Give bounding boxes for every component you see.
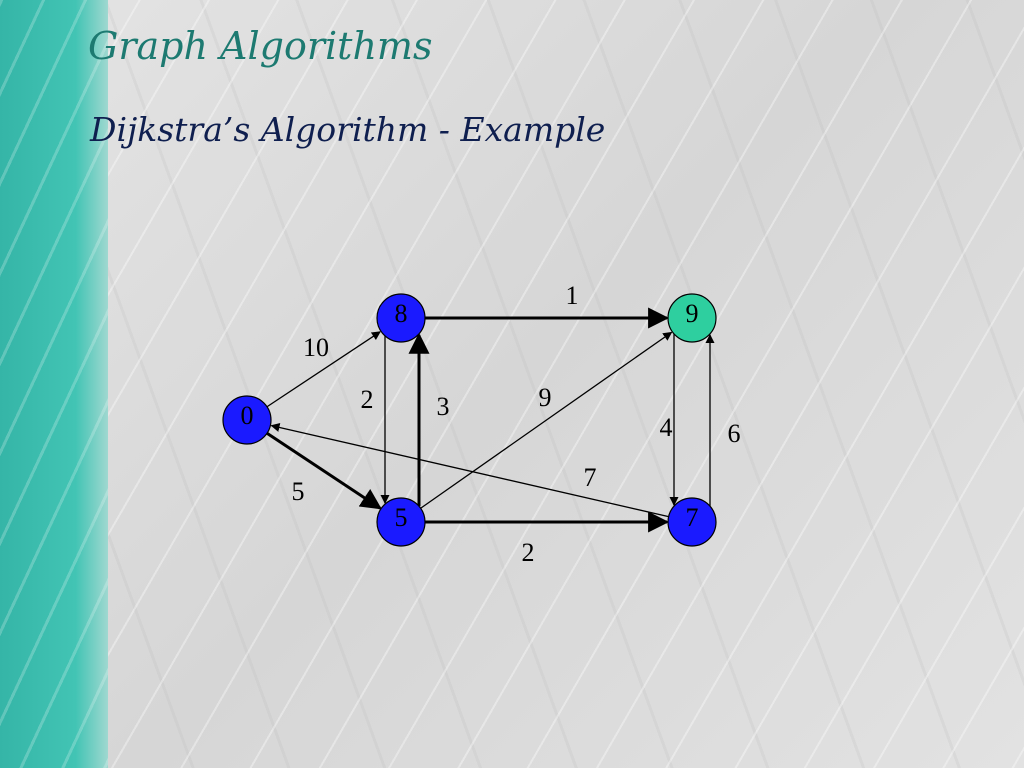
- weights-layer: 10 5 1 2 3 9 2 4 6 7: [292, 281, 741, 567]
- node-c: 9: [667, 293, 717, 343]
- node-label-e: 7: [686, 503, 699, 532]
- edge-a-b: [266, 331, 381, 408]
- edge-d-c: [420, 331, 673, 509]
- edge-weight-a-d: 5: [292, 477, 305, 506]
- node-circle-e: [667, 497, 717, 547]
- edge-a-d: [266, 432, 382, 510]
- node-label-a: 0: [241, 401, 254, 430]
- edge-weight-b-d: 2: [361, 385, 374, 414]
- node-circle-d: [376, 497, 426, 547]
- edge-weight-d-b: 3: [437, 392, 450, 421]
- node-d: 5: [376, 497, 426, 547]
- node-circle-a: [222, 395, 272, 445]
- edge-e-a: [270, 422, 669, 518]
- nodes-layer: 0 8 9 5 7: [222, 293, 717, 547]
- edge-weight-e-c: 6: [728, 419, 741, 448]
- node-label-b: 8: [395, 299, 408, 328]
- node-circle-b: [376, 293, 426, 343]
- edge-weight-a-b: 10: [303, 333, 329, 362]
- side-decorative-band: [0, 0, 108, 768]
- node-circle-c: [667, 293, 717, 343]
- edge-weight-b-c: 1: [566, 281, 579, 310]
- node-e: 7: [667, 497, 717, 547]
- node-label-c: 9: [686, 299, 699, 328]
- edges-layer: [266, 307, 715, 533]
- edge-weight-d-c: 9: [539, 383, 552, 412]
- node-b: 8: [376, 293, 426, 343]
- slide-subtitle: Dijkstra’s Algorithm - Example: [90, 110, 606, 149]
- edge-weight-d-e: 2: [522, 538, 535, 567]
- node-label-d: 5: [395, 503, 408, 532]
- edge-weight-e-a: 7: [584, 463, 597, 492]
- node-a: 0: [222, 395, 272, 445]
- edge-weight-c-e: 4: [660, 413, 673, 442]
- slide-title: Graph Algorithms: [88, 24, 433, 68]
